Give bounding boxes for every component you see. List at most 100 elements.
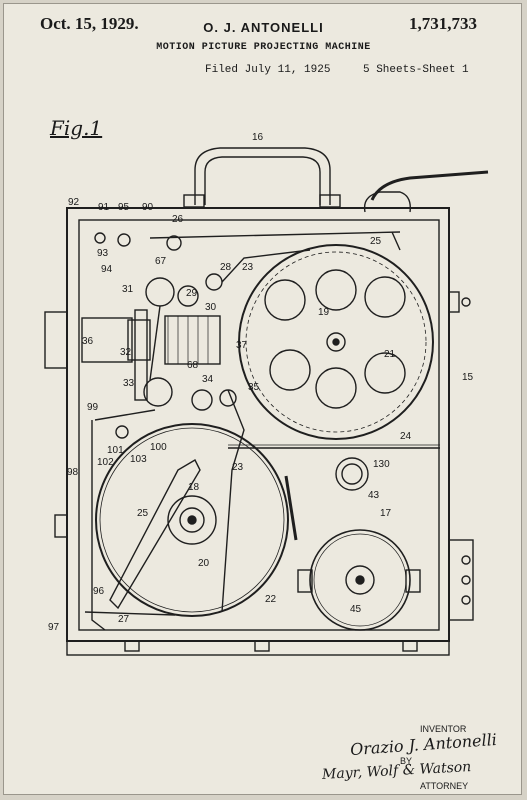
upper-reel-rim	[245, 251, 427, 433]
film-path-top	[149, 231, 401, 239]
ref-25-top: 25	[370, 236, 382, 247]
patent-title: MOTION PICTURE PROJECTING MACHINE	[156, 42, 371, 53]
flywheel-hub	[345, 565, 375, 595]
spring-bar	[284, 475, 298, 541]
lower-reel	[95, 423, 289, 617]
ref-31: 31	[122, 284, 134, 295]
ref-24: 24	[400, 431, 412, 442]
lower-reel-hub-outer	[167, 495, 217, 545]
roller-92	[94, 232, 106, 244]
ref-33: 33	[123, 378, 135, 389]
ref-28: 28	[220, 262, 232, 273]
ref-91: 91	[98, 202, 110, 213]
upper-reel-hole-1	[315, 269, 357, 311]
roller-29	[177, 285, 199, 307]
lens-tube	[81, 317, 133, 363]
patent-number: 1,731,733	[409, 14, 477, 33]
upper-reel-hole-3	[364, 352, 406, 394]
upper-reel-hole-6	[264, 279, 306, 321]
switch-knob-2	[461, 575, 471, 585]
upper-reel-hole-5	[269, 349, 311, 391]
ref-23-mid: 23	[232, 462, 244, 473]
upper-reel-hole-2	[364, 276, 406, 318]
roller-28	[205, 273, 223, 291]
ref-45: 45	[350, 604, 362, 615]
roller-34	[191, 389, 213, 411]
lens-barrel	[44, 311, 68, 369]
ref-26: 26	[172, 214, 184, 225]
switch-knob-3	[461, 595, 471, 605]
film-gate	[134, 309, 148, 401]
roller-95	[117, 233, 131, 247]
ref-27: 27	[118, 614, 130, 625]
filed-date: Filed July 11, 1925	[205, 64, 331, 76]
ref-32: 32	[120, 347, 132, 358]
carry-handle-inner	[204, 156, 321, 205]
ref-23-top: 23	[242, 262, 254, 273]
side-knob-cap	[461, 297, 471, 307]
drawing-lines	[44, 147, 489, 656]
patent-sheet	[3, 3, 522, 795]
left-lever	[91, 420, 106, 631]
lower-reel-spindle	[187, 515, 197, 525]
ref-25-low: 25	[137, 508, 149, 519]
ref-99: 99	[87, 402, 99, 413]
lower-reel-hub	[179, 507, 205, 533]
ref-20: 20	[198, 558, 210, 569]
ref-18: 18	[188, 482, 200, 493]
flywheel-spindle	[355, 575, 365, 585]
carry-handle	[194, 147, 331, 205]
ref-16: 16	[252, 132, 264, 143]
ref-30: 30	[205, 302, 217, 313]
ref-37: 37	[236, 340, 248, 351]
lever-link	[94, 409, 156, 421]
roller-26	[166, 235, 182, 251]
ref-67: 67	[155, 256, 167, 267]
flywheel-mount-left	[297, 569, 313, 593]
ref-29: 29	[186, 288, 198, 299]
ref-19: 19	[318, 307, 330, 318]
ref-90: 90	[142, 202, 154, 213]
roller-101	[115, 425, 129, 439]
side-knob	[448, 291, 460, 313]
lens-holder	[127, 319, 151, 361]
ref-21: 21	[384, 349, 396, 360]
ref-22: 22	[265, 594, 277, 605]
ref-17: 17	[380, 508, 392, 519]
ref-93: 93	[97, 248, 109, 259]
flywheel	[309, 529, 411, 631]
film-path-upper	[221, 249, 311, 283]
ref-103: 103	[130, 454, 147, 465]
lamp-fins	[167, 316, 209, 364]
ref-34: 34	[202, 374, 214, 385]
ref-68: 68	[187, 360, 199, 371]
ref-97: 97	[48, 622, 60, 633]
switch-panel	[448, 539, 474, 621]
ref-43: 43	[368, 490, 380, 501]
upper-reel-hub	[326, 332, 346, 352]
sprocket-31	[145, 277, 175, 307]
upper-reel	[238, 244, 434, 440]
pulley-130	[335, 457, 369, 491]
foot-3	[402, 640, 418, 652]
switch-knob-1	[461, 555, 471, 565]
base-rail	[84, 611, 176, 616]
ref-102: 102	[97, 457, 114, 468]
top-spring	[391, 231, 401, 251]
upper-reel-hole-4	[315, 367, 357, 409]
upper-reel-spindle	[332, 338, 340, 346]
flywheel-mount-right	[405, 569, 421, 593]
ref-36: 36	[82, 336, 94, 347]
film-path-gate	[149, 305, 161, 381]
film-path-lower	[221, 389, 245, 613]
by-label: BY	[400, 756, 413, 766]
foot-2	[254, 640, 270, 652]
foot-1	[124, 640, 140, 652]
ref-98: 98	[67, 467, 79, 478]
ref-15: 15	[462, 372, 474, 383]
sprocket-33	[143, 377, 173, 407]
sheet-count: 5 Sheets-Sheet 1	[363, 64, 469, 76]
handle-bracket-left	[183, 194, 205, 208]
case-inner	[78, 219, 440, 631]
